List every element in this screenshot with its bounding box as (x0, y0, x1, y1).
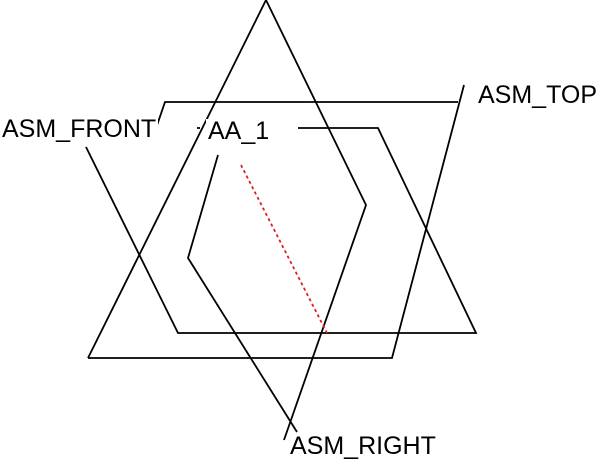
datum-label-asm-front[interactable]: ASM_FRONT (0, 115, 159, 143)
datum-axis-aa-1[interactable] (240, 164, 328, 334)
datum-plane-asm-front-outline[interactable] (85, 127, 478, 334)
datum-plane-asm-right-outline-back[interactable] (265, 0, 367, 441)
datum-label-asm-right[interactable]: ASM_RIGHT (288, 432, 438, 460)
datum-plane-asm-right-left-edge[interactable] (87, 0, 267, 359)
datum-plane-asm-top-outline-lower[interactable] (88, 84, 465, 359)
datum-plane-asm-top-outline[interactable] (152, 101, 458, 138)
datum-label-asm-top[interactable]: ASM_TOP (476, 81, 600, 109)
datum-plane-asm-right-outline[interactable] (187, 154, 298, 433)
datum-label-aa-1[interactable]: AA_1 (206, 117, 272, 145)
